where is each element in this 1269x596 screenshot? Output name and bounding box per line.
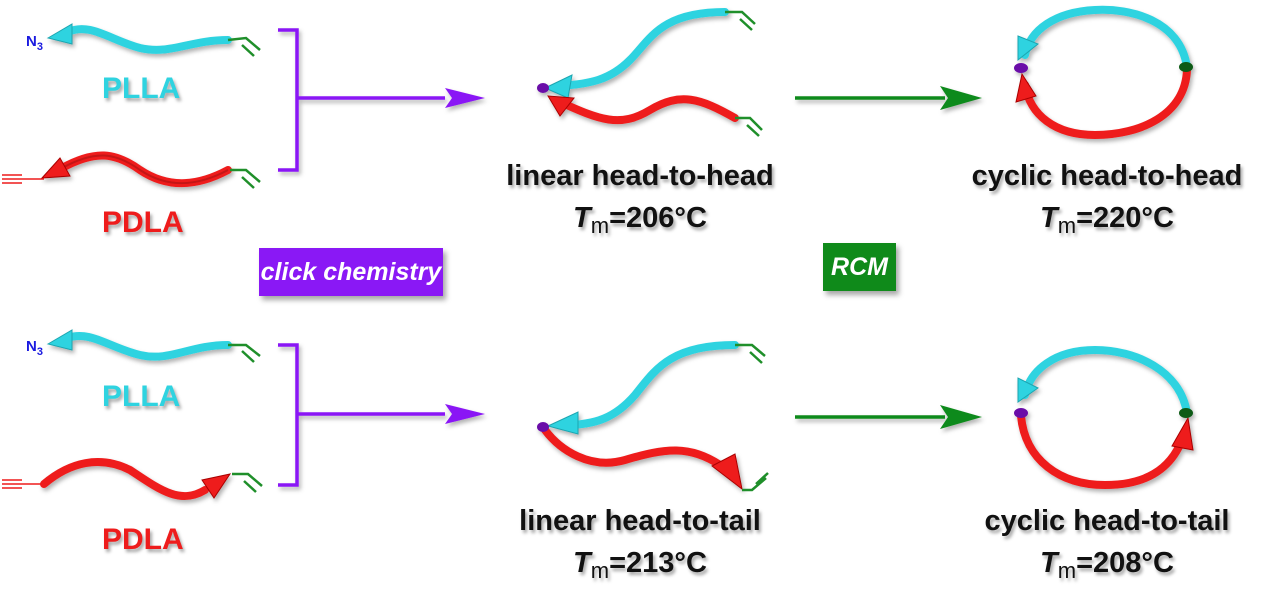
alkyne-icon [2, 174, 44, 184]
alkene-icon [232, 472, 263, 493]
alkyne-icon [2, 479, 44, 489]
linear-ht-tm: Tm=213°C [573, 547, 707, 583]
triazole-junction [1014, 408, 1028, 418]
alkene-junction [1179, 408, 1193, 418]
cyclic-ht-tm: Tm=208°C [1040, 547, 1174, 583]
plla-label-top: PLLA [102, 72, 181, 105]
rcm-arrow-top [795, 86, 982, 110]
click-arrow-bottom [278, 343, 485, 487]
rcm-label: RCM [823, 243, 896, 291]
cyclic-ht-structure [1014, 345, 1194, 490]
alkene-icon [230, 168, 261, 189]
cyclic-hh-tm: Tm=220°C [1040, 202, 1174, 238]
pdla-chain-bottom [40, 458, 232, 501]
triazole-junction [1014, 63, 1028, 73]
click-arrow-top [278, 28, 485, 172]
azide-label-bottom: N3 [26, 338, 43, 358]
cyclic-hh-structure [1014, 5, 1193, 140]
alkene-icon [228, 343, 261, 363]
alkene-icon [725, 10, 763, 137]
cyclic-ht-name: cyclic head-to-tail [984, 505, 1230, 537]
alkene-icon [735, 343, 769, 492]
alkene-icon [227, 36, 261, 57]
plla-chain-bottom [46, 329, 232, 361]
plla-label-bottom: PLLA [102, 380, 181, 413]
triazole-junction [537, 83, 549, 93]
linear-hh-tm: Tm=206°C [573, 202, 707, 238]
linear-ht-structure [537, 341, 743, 491]
triazole-junction [537, 422, 549, 432]
cyclic-hh-name: cyclic head-to-head [971, 160, 1243, 192]
linear-ht-name: linear head-to-tail [519, 505, 761, 537]
azide-label-top: N3 [26, 33, 43, 53]
pdla-label-top: PDLA [102, 206, 184, 239]
linear-hh-name: linear head-to-head [506, 160, 774, 192]
pdla-chain-top [40, 151, 232, 188]
linear-hh-structure [537, 8, 739, 125]
alkene-junction [1179, 62, 1193, 72]
plla-chain-top [46, 23, 232, 54]
pdla-label-bottom: PDLA [102, 523, 184, 556]
click-chemistry-label: click chemistry [259, 248, 443, 296]
rcm-arrow-bottom [795, 405, 982, 429]
